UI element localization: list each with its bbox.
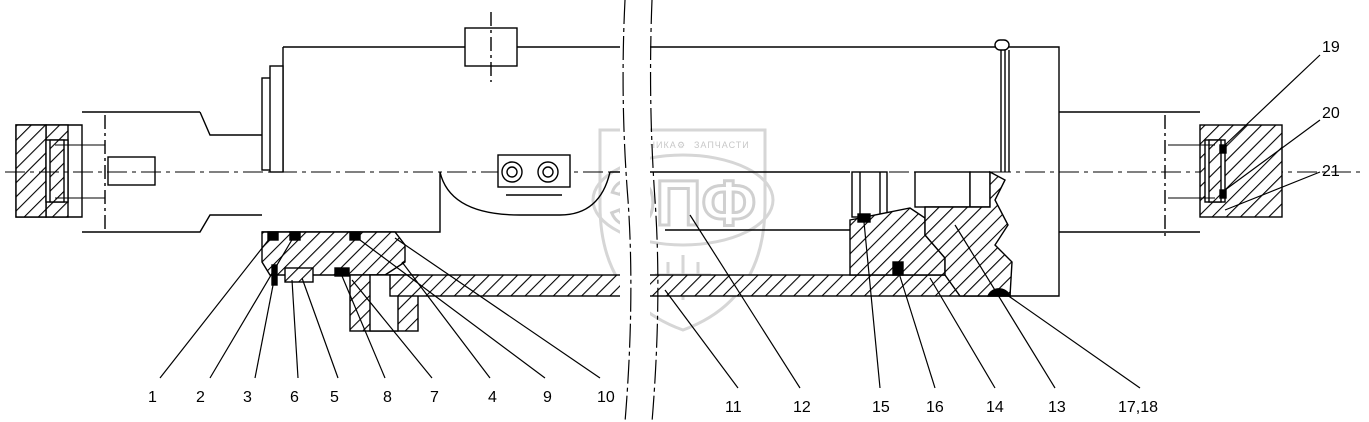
callout-17-18: 17,18 xyxy=(1118,399,1158,416)
callout-21: 21 xyxy=(1322,163,1340,180)
callout-16: 16 xyxy=(926,399,944,416)
watermark-line2: ЗАПЧАСТИ xyxy=(694,140,750,150)
callout-9: 9 xyxy=(543,389,552,406)
callout-20: 20 xyxy=(1322,105,1340,122)
callout-6: 6 xyxy=(290,389,299,406)
callout-7: 7 xyxy=(430,389,439,406)
gland-section xyxy=(261,231,419,332)
cylinder-body xyxy=(261,12,1060,297)
callout-13: 13 xyxy=(1048,399,1066,416)
callout-4: 4 xyxy=(488,389,497,406)
callout-3: 3 xyxy=(243,389,252,406)
watermark-symbol: ⚙ xyxy=(677,140,686,150)
right-rod-eye xyxy=(1164,115,1283,238)
callout-2: 2 xyxy=(196,389,205,406)
callout-5: 5 xyxy=(330,389,339,406)
callout-14: 14 xyxy=(986,399,1004,416)
callout-labels: 1 2 3 6 5 8 7 4 9 10 11 12 15 16 14 13 1… xyxy=(148,39,1340,416)
leader-lines xyxy=(159,54,1321,389)
callout-1: 1 xyxy=(148,389,157,406)
callout-10: 10 xyxy=(597,389,615,406)
callout-15: 15 xyxy=(872,399,890,416)
callout-19: 19 xyxy=(1322,39,1340,56)
callout-11: 11 xyxy=(725,399,742,416)
callout-12: 12 xyxy=(793,399,811,416)
left-rod-and-eye xyxy=(15,111,262,233)
break-line xyxy=(620,0,659,422)
piston-section xyxy=(849,111,1200,297)
callout-8: 8 xyxy=(383,389,392,406)
cylinder-tube-wall xyxy=(389,274,1011,297)
